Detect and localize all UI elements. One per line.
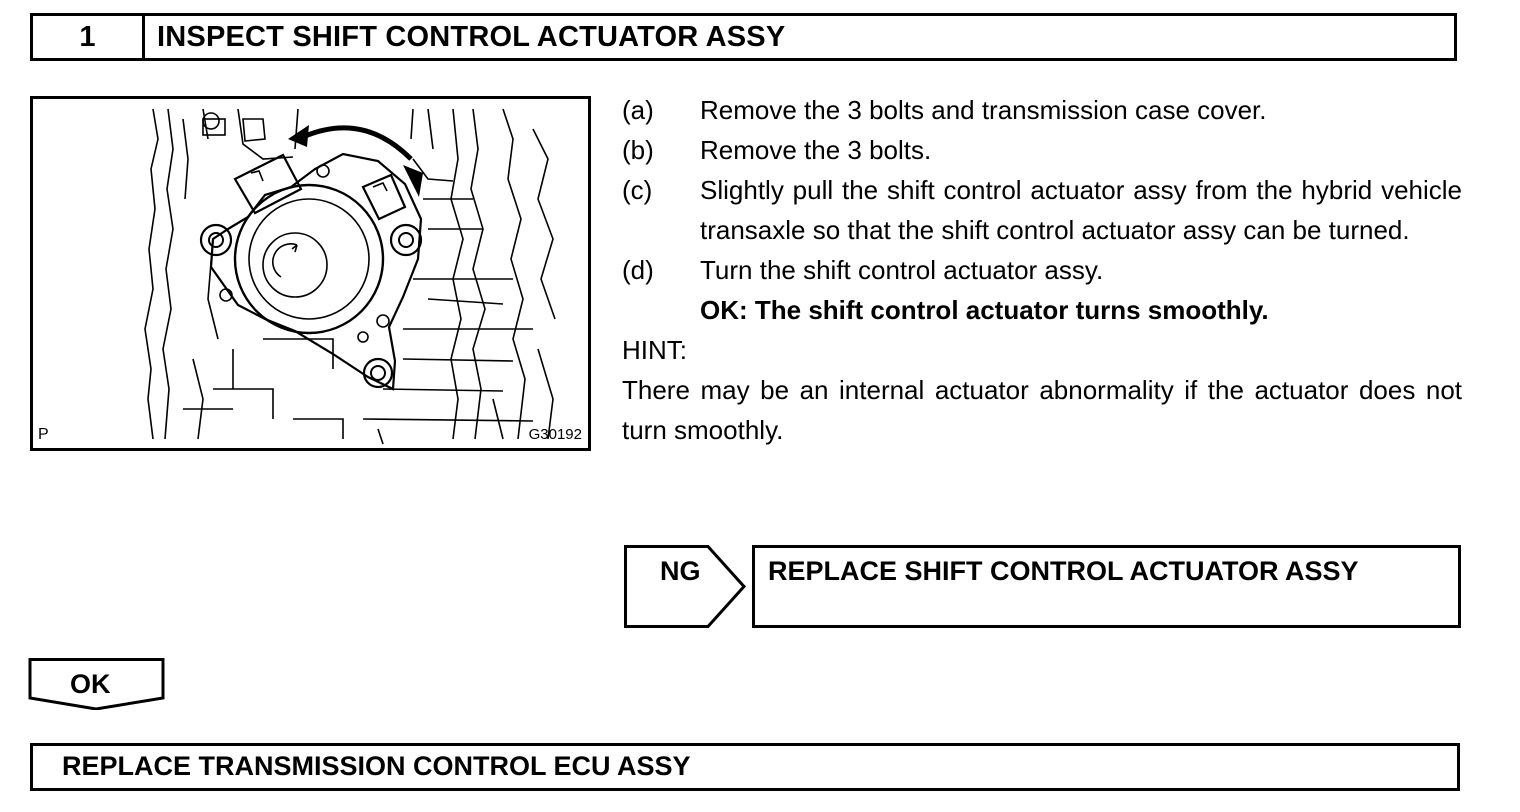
hint-label: HINT: (622, 335, 687, 365)
step-label: (d) (622, 255, 654, 285)
step-text: Slightly pull the shift control actuator… (700, 175, 1462, 245)
hint-text: There may be an internal actuator abnorm… (622, 375, 1462, 445)
final-action-box: REPLACE TRANSMISSION CONTROL ECU ASSY (30, 743, 1460, 791)
step-number: 1 (33, 16, 145, 58)
instruction-step: (b) Remove the 3 bolts. (622, 130, 1462, 170)
ok-arrow-tag (28, 658, 165, 710)
step-label: (a) (622, 95, 654, 125)
ok-label: OK (70, 669, 111, 699)
actuator-drawing (144, 108, 556, 445)
figure-corner-label: P (38, 426, 49, 443)
step-header: 1 INSPECT SHIFT CONTROL ACTUATOR ASSY (30, 13, 1457, 61)
step-label: (c) (622, 175, 653, 205)
instruction-step: (c) Slightly pull the shift control actu… (622, 170, 1462, 250)
step-text: Remove the 3 bolts. (700, 135, 932, 165)
actuator-illustration: P G30192 (30, 96, 591, 451)
step-text: Remove the 3 bolts and transmission case… (700, 95, 1267, 125)
ok-condition: OK: The shift control actuator turns smo… (700, 295, 1269, 325)
step-title: INSPECT SHIFT CONTROL ACTUATOR ASSY (157, 20, 786, 53)
ng-arrow-tag (624, 545, 747, 628)
ng-label: NG (660, 556, 701, 586)
step-label: (b) (622, 135, 654, 165)
instruction-step: (a) Remove the 3 bolts and transmission … (622, 90, 1462, 130)
instruction-list: (a) Remove the 3 bolts and transmission … (622, 90, 1462, 450)
figure-id: G30192 (528, 426, 582, 443)
instruction-step: (d) Turn the shift control actuator assy… (622, 250, 1462, 290)
ng-action-box: REPLACE SHIFT CONTROL ACTUATOR ASSY (752, 545, 1461, 628)
step-text: Turn the shift control actuator assy. (700, 255, 1104, 285)
